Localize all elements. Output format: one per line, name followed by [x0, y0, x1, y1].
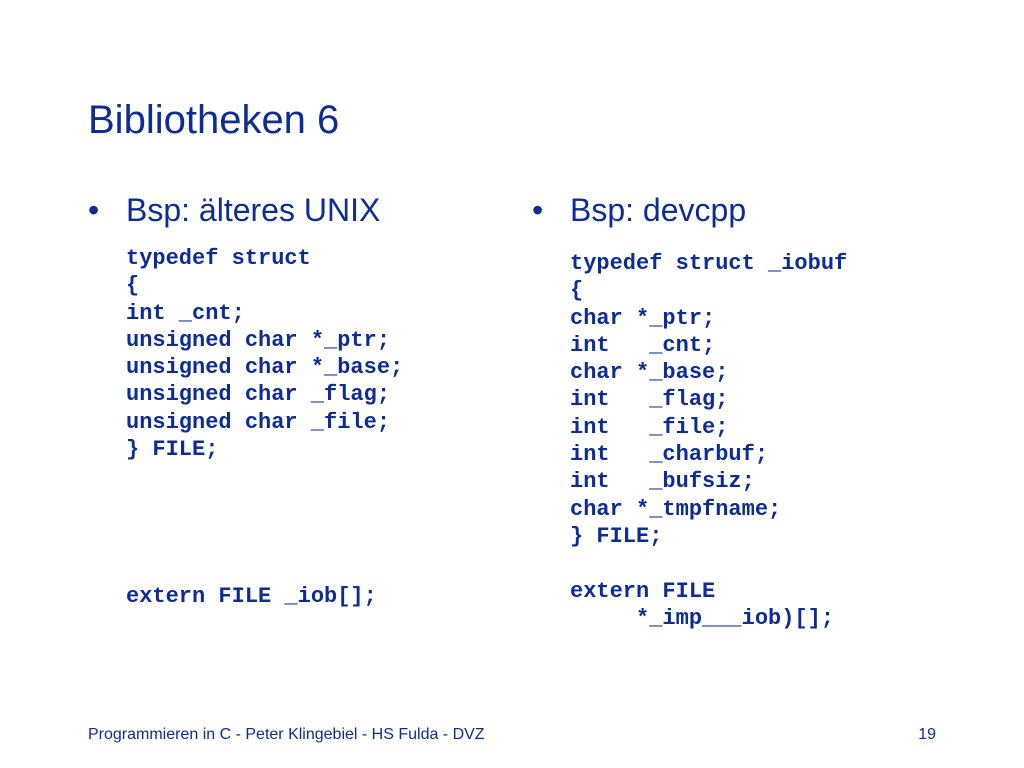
right-extern-declaration: extern FILE *_imp___iob)[];: [570, 579, 835, 632]
bullet-icon: •: [532, 192, 544, 228]
left-code-block: typedef struct { int _cnt; unsigned char…: [126, 246, 404, 463]
slide-title: Bibliotheken 6: [88, 98, 340, 142]
right-bullet-heading: Bsp: devcpp: [570, 192, 747, 228]
right-bullet: • Bsp: devcpp: [532, 190, 992, 230]
bullet-icon: •: [88, 192, 100, 228]
right-column: • Bsp: devcpp typedef struct _iobuf { cha…: [532, 190, 992, 631]
right-code-block: typedef struct _iobuf { char *_ptr; int …: [570, 251, 848, 549]
left-bullet: • Bsp: älteres UNIX: [88, 190, 528, 230]
left-bullet-heading: Bsp: älteres UNIX: [126, 192, 381, 228]
left-extern-declaration: extern FILE _iob[];: [126, 584, 377, 609]
page-number: 19: [918, 726, 936, 743]
footer-text: Programmieren in C - Peter Klingebiel - …: [88, 726, 485, 743]
left-column: • Bsp: älteres UNIX typedef struct { int …: [88, 190, 528, 609]
